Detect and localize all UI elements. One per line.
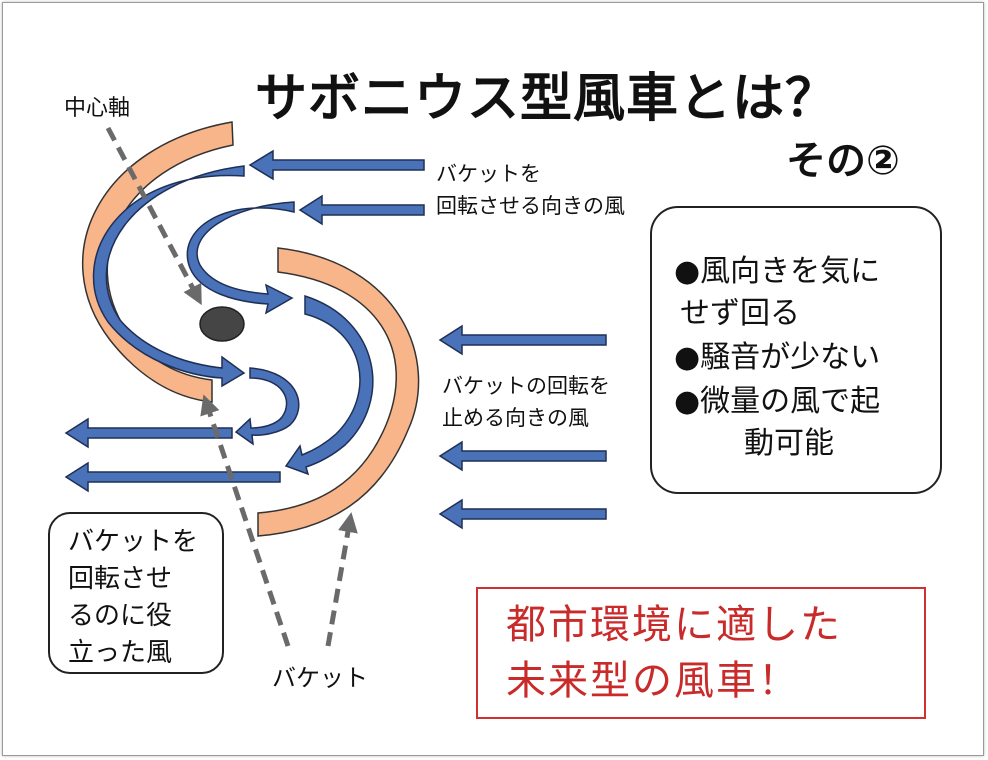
wind-arrow-left-2 [64,461,281,493]
flow-arrow-right-curve [284,294,374,476]
bucket-pointer-right [325,512,358,647]
page-subtitle: その② [786,138,900,184]
conclusion-text: 都市環境に適した 未来型の風車！ [506,602,842,704]
wind-rotate-label: バケットを 回転させる向きの風 [436,162,625,218]
flow-arrow-outer-left [92,165,246,388]
feature-line-2: せず回る [680,296,800,331]
flow-arrow-inner-lower [234,367,300,446]
wind-arrow-top-1 [248,149,425,181]
feature-line-1: ●風向きを気に [674,254,881,289]
wind-arrow-right-1 [438,324,607,356]
center-axis-hub [199,306,245,342]
feature-line-5: 動可能 [744,426,834,461]
flow-arrow-inner-upper [186,201,295,315]
wind-arrow-right-3 [438,498,607,530]
wind-arrow-left-1 [64,417,233,449]
feature-line-4: ●微量の風で起 [674,384,881,419]
wind-arrow-top-2 [298,194,425,226]
bucket-label: バケット [272,664,368,692]
conclusion-box: 都市環境に適した 未来型の風車！ [476,587,926,719]
feature-line-3: ●騒音が少ない [674,340,881,375]
page-title: サボニウス型風車とは？ [255,69,839,129]
center-axis-label: 中心軸 [64,96,131,121]
useful-wind-text: バケットを 回転させ るのに役 立った風 [68,527,199,668]
center-axis-pointer [105,126,202,306]
features-box: ●風向きを気に せず回る ●騒音が少ない ●微量の風で起 動可能 [650,206,942,494]
wind-arrow-right-2 [438,440,607,472]
bucket-right [257,247,420,537]
useful-wind-box: バケットを 回転させ るのに役 立った風 [48,512,224,674]
wind-stop-label: バケットの回転を 止める向きの風 [442,374,610,430]
